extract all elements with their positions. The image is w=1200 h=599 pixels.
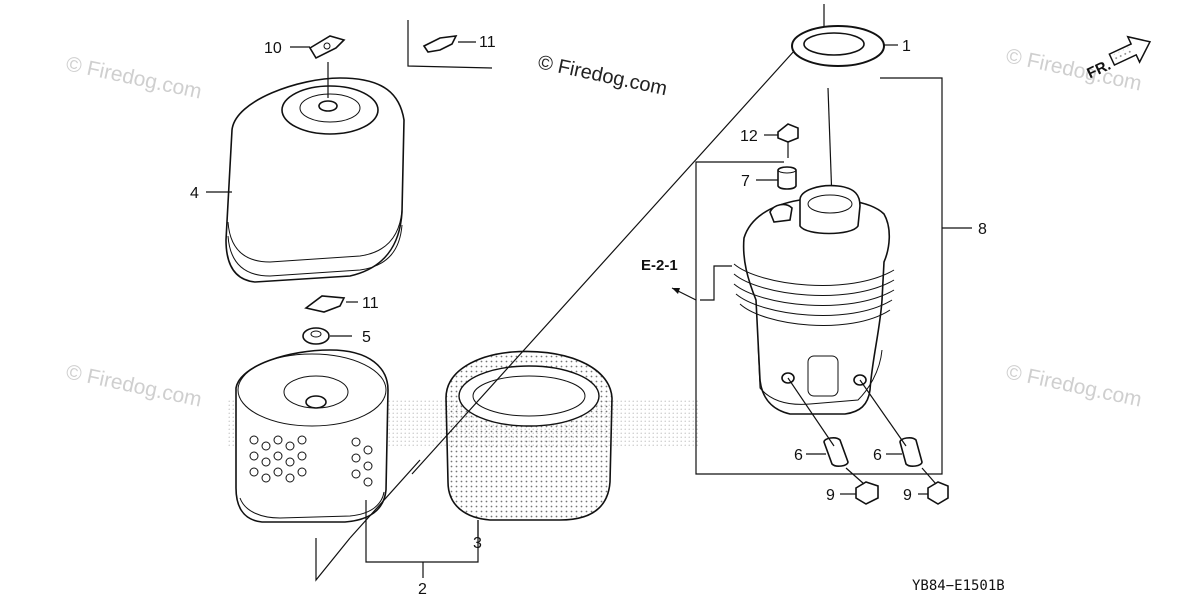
callout-1: 1 (902, 38, 911, 55)
gasket-1 (791, 25, 898, 67)
watermark-mid-right: © Firedog.com (1004, 360, 1144, 411)
callout-10: 10 (264, 40, 282, 57)
svg-text:E-2-1: E-2-1 (641, 257, 678, 274)
callout-4: 4 (190, 185, 199, 202)
callout-2: 2 (418, 581, 427, 598)
callout-9b: 9 (903, 487, 912, 504)
grommet-5 (302, 327, 352, 345)
callout-8: 8 (978, 221, 987, 238)
watermark-top-left: © Firedog.com (64, 52, 204, 103)
callout-11a: 11 (479, 34, 496, 51)
rubber-mount-6a (787, 377, 849, 467)
callout-6a: 6 (794, 447, 803, 464)
nut-9a (840, 467, 879, 505)
bolt-12 (764, 123, 799, 158)
callout-5: 5 (362, 329, 371, 346)
callout-12: 12 (740, 128, 758, 145)
callout-3: 3 (473, 535, 482, 552)
wing-nut-10 (290, 35, 346, 60)
wing-nut-11-top (407, 20, 493, 69)
watermark-main: © Firedog.com (536, 51, 669, 100)
callout-6b: 6 (873, 447, 882, 464)
diagram-code: YB84−E1501B (912, 578, 1005, 594)
callout-9a: 9 (826, 487, 835, 504)
rubber-mount-6b (859, 379, 923, 467)
callout-7: 7 (741, 173, 750, 190)
callout-11b: 11 (362, 295, 379, 312)
air-cleaner-cover (206, 62, 405, 283)
filter-holes (249, 435, 373, 487)
air-cleaner-case (733, 87, 895, 415)
callout-labels: 1 2 3 4 5 6 6 7 8 9 9 10 11 11 12 (190, 34, 987, 598)
nut-9b (918, 467, 949, 505)
reference-e-2-1: E-2-1 (641, 257, 732, 301)
collar-7 (756, 166, 797, 190)
assembly-bracket-8 (695, 77, 943, 475)
watermark-mid-left: © Firedog.com (64, 360, 204, 411)
wing-nut-11-lower (304, 295, 358, 313)
foam-precleaner (349, 350, 613, 539)
leader-lines (411, 4, 825, 475)
paper-filter-element (235, 349, 479, 582)
